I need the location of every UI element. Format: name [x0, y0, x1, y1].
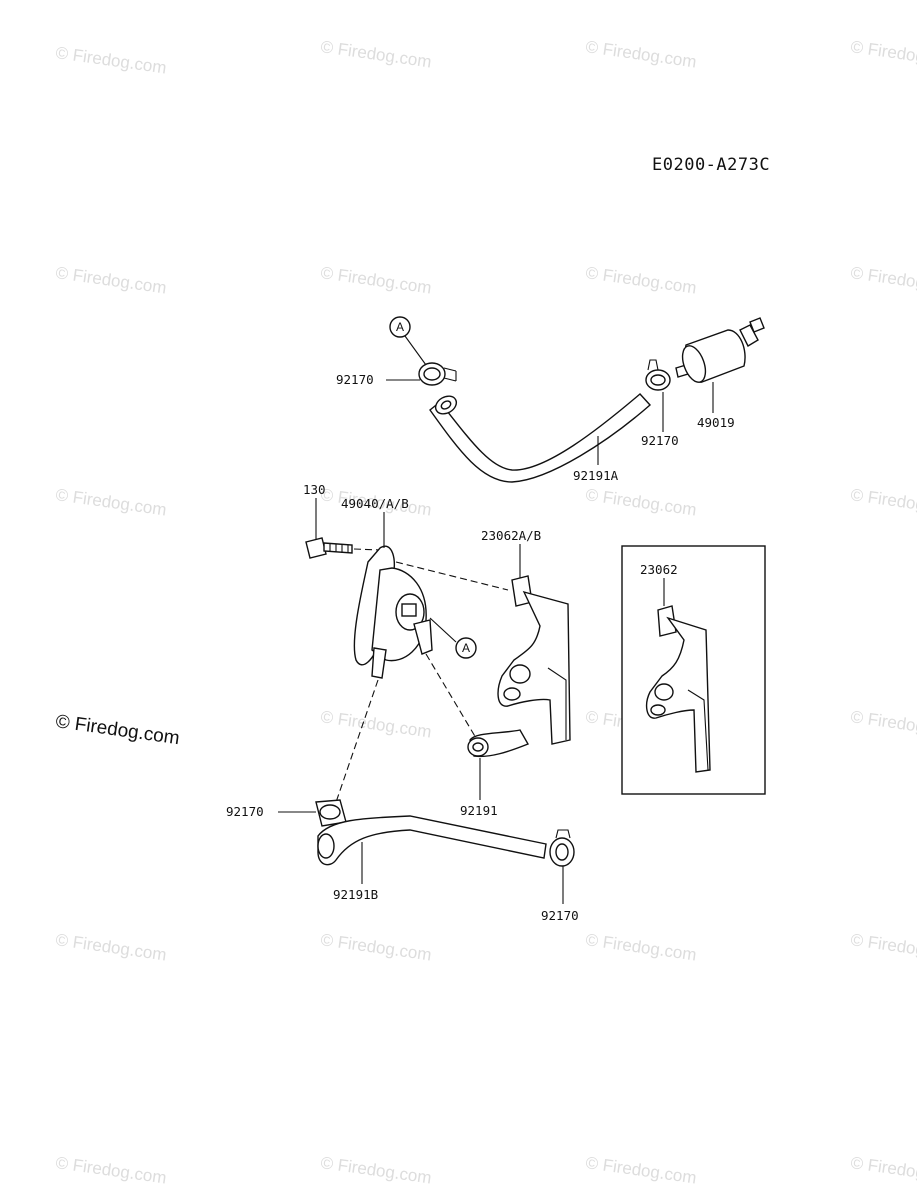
watermark: © Firedog.com	[849, 37, 917, 71]
part-label-49019: 49019	[697, 415, 735, 430]
watermark: © Firedog.com	[584, 263, 697, 297]
callout-letter: A	[462, 641, 470, 655]
fuel-hose-92191a	[429, 393, 651, 483]
part-label-130: 130	[303, 482, 326, 497]
part-label-92191a: 92191A	[573, 468, 619, 483]
watermark: © Firedog.com	[319, 930, 432, 964]
clamp-92170-left	[315, 799, 347, 827]
part-label-23062: 23062	[640, 562, 678, 577]
watermark: © Firedog.com	[584, 37, 697, 71]
watermark: © Firedog.com	[849, 263, 917, 297]
diagram-code: E0200-A273C	[652, 155, 770, 175]
bracket-23062ab	[497, 575, 571, 745]
watermark: © Firedog.com	[54, 263, 167, 297]
bracket-23062	[645, 605, 711, 773]
clamp-92170-bottom	[549, 829, 575, 867]
watermark: © Firedog.com	[849, 485, 917, 519]
callout-a-pump: A	[429, 617, 477, 659]
part-label-92170: 92170	[226, 804, 264, 819]
watermark: © Firedog.com	[54, 485, 167, 519]
watermark: © Firedog.com	[849, 930, 917, 964]
fuel-hose-92191b	[317, 815, 547, 866]
watermark: © Firedog.com	[849, 707, 917, 741]
part-label-92170: 92170	[641, 433, 679, 448]
callout-a-top: A	[389, 316, 427, 366]
callout-letter: A	[396, 320, 404, 334]
hose-clamp-92170	[418, 362, 457, 386]
watermark: © Firedog.com	[319, 707, 432, 741]
part-label-23062ab: 23062A/B	[481, 528, 541, 543]
watermark: © Firedog.com	[54, 1153, 167, 1187]
watermark-prominent: © Firedog.com	[54, 711, 181, 749]
fuel-filter-49019	[675, 317, 765, 383]
watermark: © Firedog.com	[319, 37, 432, 71]
watermark: © Firedog.com	[319, 263, 432, 297]
bolt-130	[305, 537, 353, 559]
watermark: © Firedog.com	[584, 485, 697, 519]
watermark: © Firedog.com	[54, 930, 167, 964]
part-label-92170: 92170	[541, 908, 579, 923]
part-label-49040: 49040/A/B	[341, 496, 409, 511]
part-label-92170: 92170	[336, 372, 374, 387]
short-hose-92191	[467, 729, 530, 758]
watermark: © Firedog.com	[584, 1153, 697, 1187]
watermark: © Firedog.com	[54, 43, 167, 77]
fuel-pump-49040	[353, 545, 433, 679]
watermark: © Firedog.com	[849, 1153, 917, 1187]
inset-box: 23062	[621, 545, 766, 795]
part-label-92191: 92191	[460, 803, 498, 818]
watermark: © Firedog.com	[584, 930, 697, 964]
watermark-grid: © Firedog.com © Firedog.com © Firedog.co…	[54, 37, 917, 1187]
hose-clamp-92170	[645, 359, 671, 391]
watermark: © Firedog.com	[319, 1153, 432, 1187]
part-label-92191b: 92191B	[333, 887, 378, 902]
